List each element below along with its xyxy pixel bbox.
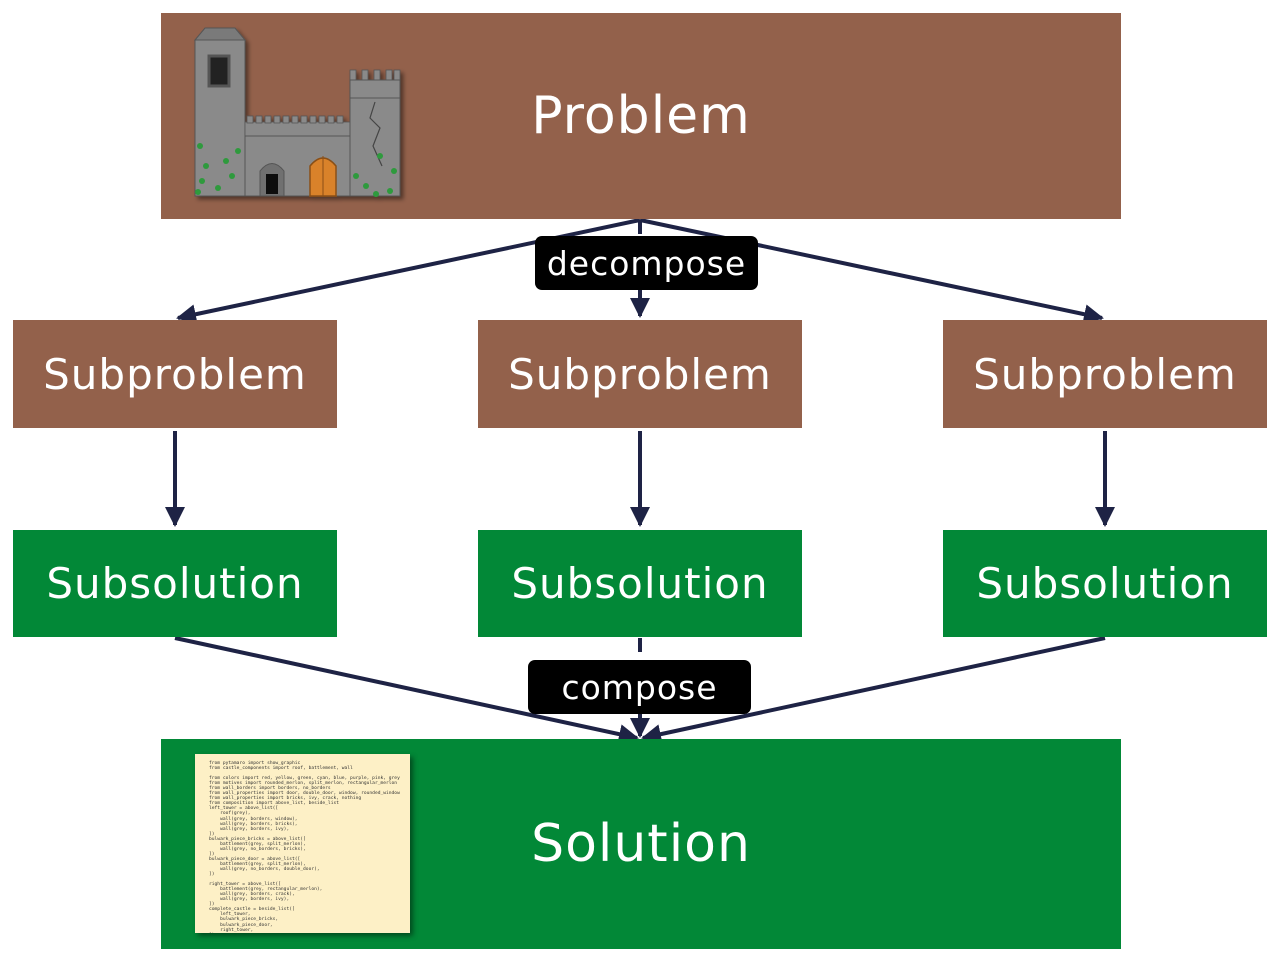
code-line: right_tower = above_list([ [209,882,281,888]
code-line: ]) [209,851,215,857]
compose-arrow-right [641,636,1106,744]
subsolution-label: Subsolution [511,559,769,608]
code-line: bulwark_piece_door = above_list([ [209,856,301,862]
compose-arrow-left [174,636,639,744]
code-line: left_tower = above_list([ [209,806,279,812]
subsolution-label: Subsolution [46,559,304,608]
compose-label: compose [528,660,751,714]
code-line: from pytamaro import show_graphic [209,761,301,766]
code-line: ]) [209,831,215,837]
code-line: wall(grey, borders, bricks), [209,821,298,827]
subsolution-box-2: Subsolution [478,530,802,637]
code-line: from wall_properties import bricks, ivy,… [209,796,362,802]
code-line: wall(grey, borders, window), [209,816,298,822]
code-line: bulwark_piece_bricks, [209,917,279,923]
code-line: bulwark_piece_bricks = above_list([ [209,836,306,842]
code-line: wall(grey, borders, ivy), [209,826,290,832]
subproblem-label: Subproblem [508,349,772,399]
code-line: wall(grey, no_borders, bricks), [209,846,306,852]
subproblem-box-1: Subproblem [13,320,337,428]
code-line: from wall_properties import door, double… [209,791,400,797]
subsolution-box-3: Subsolution [943,530,1267,637]
code-line: battlement(grey, split_merlon), [209,861,306,867]
code-line: left_tower, [209,912,251,918]
code-line: from castle_components import roof, batt… [209,766,353,772]
code-line: battlement(grey, rectangular_merlon), [209,887,323,893]
code-line: ]) [209,902,215,908]
code-line: ]) [209,872,215,878]
code-line: right_tower, [209,927,254,933]
problem-label: Problem [531,86,751,146]
subproblem-label: Subproblem [973,349,1237,399]
code-line: from motives import rounded_merlon, spli… [209,781,398,787]
code-line: battlement(grey, split_merlon), [209,841,306,847]
subsolution-label: Subsolution [976,559,1234,608]
code-line: roof(grey), [209,811,251,817]
code-line: from composition import above_list, besi… [209,801,339,807]
code-line: wall(grey, borders, ivy), [209,897,290,903]
code-line: wall(grey, no_borders, double_door), [209,866,320,872]
code-line: bulwark_piece_door, [209,922,273,928]
code-line: from wall_borders import borders, no_bor… [209,786,331,792]
subsolution-box-1: Subsolution [13,530,337,637]
subproblem-box-3: Subproblem [943,320,1267,428]
code-line: complete_castle = beside_list([ [209,907,295,913]
castle-icon [193,27,401,197]
decompose-label: decompose [535,236,758,290]
code-line: from colors import red, yellow, green, c… [209,776,400,782]
subproblem-label: Subproblem [43,349,307,399]
code-line: wall(grey, borders, crack), [209,892,295,898]
solution-label: Solution [531,814,751,874]
subproblem-box-2: Subproblem [478,320,802,428]
